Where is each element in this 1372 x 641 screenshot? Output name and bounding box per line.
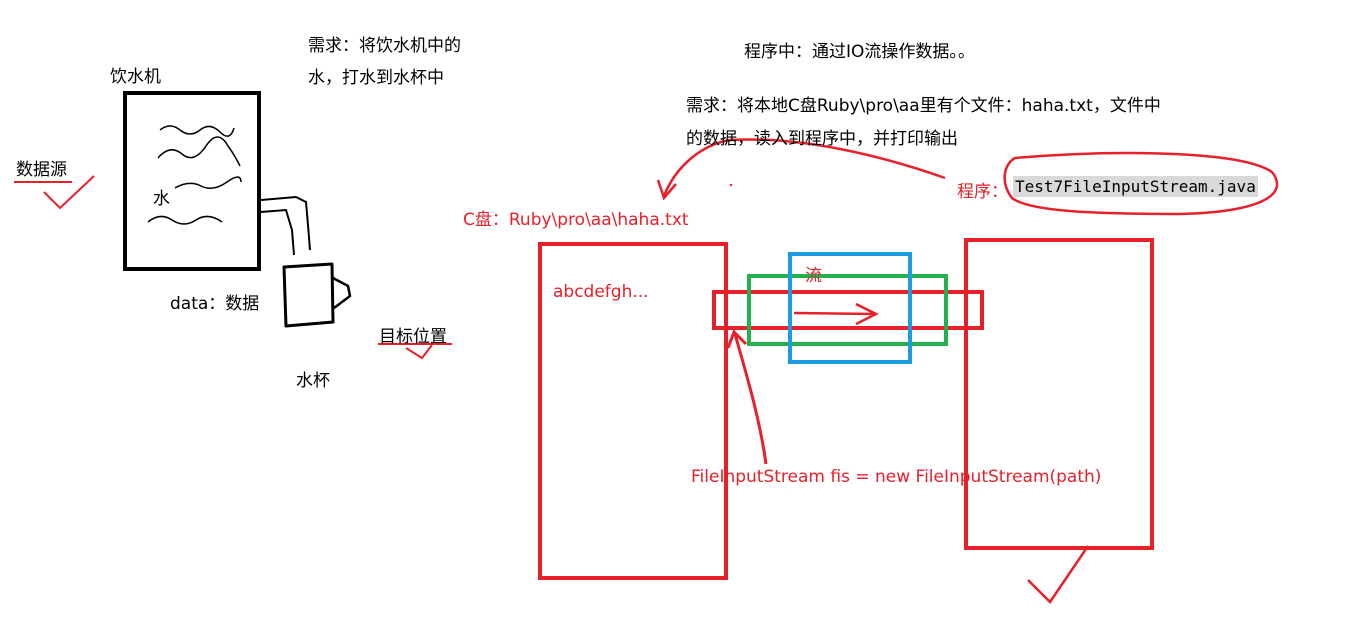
dispenser-requirement-line2: 水，打水到水杯中 [308, 68, 444, 88]
water-wave-4 [147, 215, 223, 225]
program-name: Test7FileInputStream.java [1013, 176, 1258, 197]
target-label: 目标位置 [379, 327, 447, 347]
dispenser-requirement-line1: 需求：将饮水机中的 [308, 36, 461, 56]
stray-dot [729, 183, 733, 187]
source-label: 数据源 [16, 160, 67, 180]
file-box [538, 242, 728, 580]
code-line: FileInputStream fis = new FileInputStrea… [691, 467, 1102, 487]
read-arrow-curve [662, 138, 946, 197]
io-requirement-line2: 的数据，读入到程序中，并打印输出 [686, 129, 958, 149]
cup-handle [332, 276, 352, 309]
water-label: 水 [153, 189, 170, 209]
code-pointer-arrow [726, 329, 768, 465]
program-checkmark [1027, 545, 1090, 604]
dispenser-box [123, 91, 261, 271]
io-requirement-line1: 需求：将本地C盘Ruby\pro\aa里有个文件：haha.txt，文件中 [686, 96, 1161, 116]
file-path-label: C盘：Ruby\pro\aa\haha.txt [463, 210, 689, 230]
program-prefix: 程序： [957, 182, 1008, 202]
io-intro: 程序中：通过IO流操作数据。。 [744, 42, 975, 62]
water-wave-3 [174, 176, 242, 189]
dispenser-label: 饮水机 [110, 67, 161, 87]
file-content: abcdefgh... [553, 282, 649, 302]
stream-direction-arrow [793, 302, 879, 326]
water-wave-1 [159, 125, 235, 137]
stream-pipe [712, 290, 984, 330]
read-arrow-head [656, 179, 677, 201]
data-label: data：数据 [170, 294, 260, 314]
program-ellipse [1003, 151, 1279, 216]
source-checkmark [43, 175, 95, 210]
stream-green-box [747, 274, 948, 346]
water-wave-2 [157, 136, 241, 167]
target-checkmark [405, 344, 433, 360]
cup-body [282, 262, 335, 328]
dispenser-spout [260, 195, 311, 256]
program-box [964, 238, 1154, 550]
stream-label: 流 [805, 266, 822, 286]
stream-blue-box [788, 252, 912, 364]
cup-label: 水杯 [296, 371, 330, 391]
